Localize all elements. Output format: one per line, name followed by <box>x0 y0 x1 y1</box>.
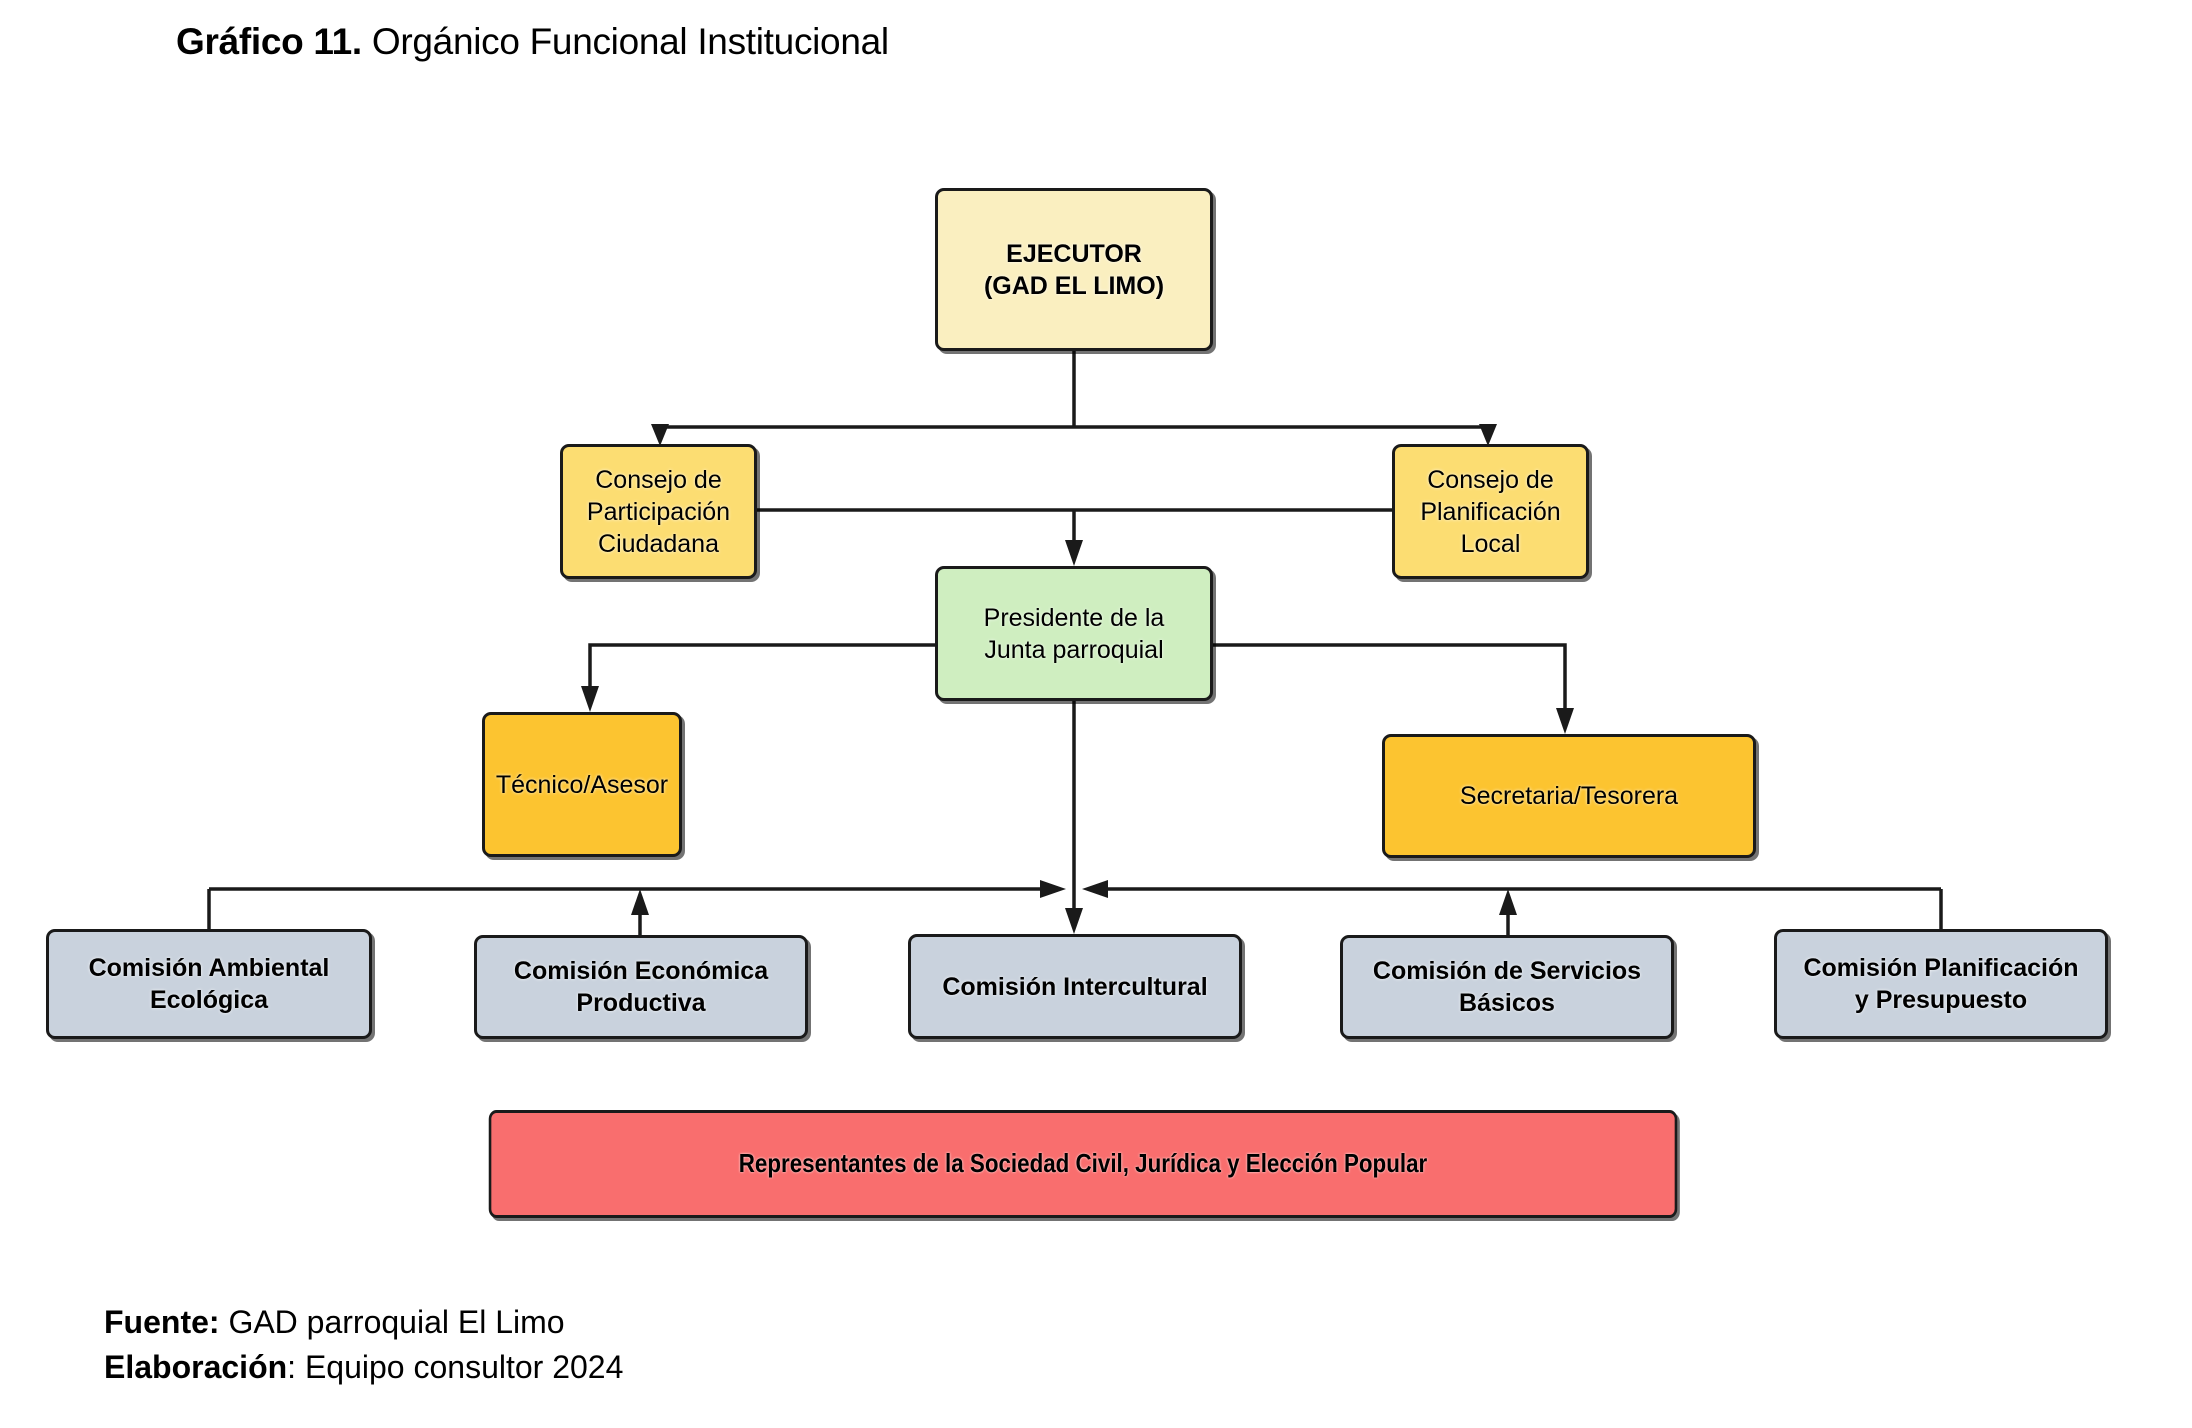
footer-author-line: Elaboración: Equipo consultor 2024 <box>104 1345 623 1390</box>
node-secretaria-tesorera-label: Secretaria/Tesorera <box>1459 782 1679 810</box>
node-comision-economica-label: Comisión Económica Productiva <box>513 957 769 1017</box>
node-consejo-participacion[interactable]: Consejo de Participación Ciudadana <box>560 444 757 579</box>
page-title: Gráfico 11. Orgánico Funcional Instituci… <box>176 20 889 64</box>
footer-author-value: : Equipo consultor 2024 <box>287 1349 624 1386</box>
node-consejo-planificacion[interactable]: Consejo de Planificación Local <box>1392 444 1589 579</box>
footer-author-label: Elaboración <box>104 1349 288 1386</box>
node-comision-planificacion-label: Comisión Planificación y Presupuesto <box>1803 954 2079 1014</box>
node-comision-planificacion[interactable]: Comisión Planificación y Presupuesto <box>1774 929 2108 1039</box>
node-ejecutor-label: EJECUTOR (GAD EL LIMO) <box>983 239 1165 300</box>
node-tecnico-asesor-label: Técnico/Asesor <box>495 770 669 799</box>
node-comision-intercultural-label: Comisión Intercultural <box>942 972 1208 1001</box>
node-ejecutor[interactable]: EJECUTOR (GAD EL LIMO) <box>935 188 1213 351</box>
footer-source-value: GAD parroquial El Limo <box>219 1304 565 1340</box>
node-representantes-label: Representantes de la Sociedad Civil, Jur… <box>738 1148 1428 1179</box>
figure-footer: Fuente: GAD parroquial El Limo Elaboraci… <box>104 1300 623 1391</box>
title-prefix: Gráfico 11. <box>176 21 362 62</box>
node-comision-ambiental[interactable]: Comisión Ambiental Ecológica <box>46 929 372 1039</box>
node-consejo-planificacion-label: Consejo de Planificación Local <box>1420 465 1561 558</box>
title-text: Orgánico Funcional Institucional <box>361 21 889 62</box>
node-comision-intercultural[interactable]: Comisión Intercultural <box>908 934 1242 1039</box>
node-presidente-label: Presidente de la Junta parroquial <box>983 603 1165 664</box>
node-comision-ambiental-label: Comisión Ambiental Ecológica <box>88 954 330 1014</box>
node-comision-economica[interactable]: Comisión Económica Productiva <box>474 935 808 1039</box>
node-comision-servicios-label: Comisión de Servicios Básicos <box>1372 957 1642 1017</box>
footer-source-label: Fuente: <box>104 1304 220 1340</box>
node-tecnico-asesor[interactable]: Técnico/Asesor <box>482 712 682 857</box>
footer-source-line: Fuente: GAD parroquial El Limo <box>104 1300 623 1345</box>
node-comision-servicios[interactable]: Comisión de Servicios Básicos <box>1340 935 1674 1039</box>
node-secretaria-tesorera[interactable]: Secretaria/Tesorera <box>1382 734 1756 858</box>
node-representantes[interactable]: Representantes de la Sociedad Civil, Jur… <box>488 1110 1678 1218</box>
node-consejo-participacion-label: Consejo de Participación Ciudadana <box>586 465 731 558</box>
node-presidente[interactable]: Presidente de la Junta parroquial <box>935 566 1213 701</box>
